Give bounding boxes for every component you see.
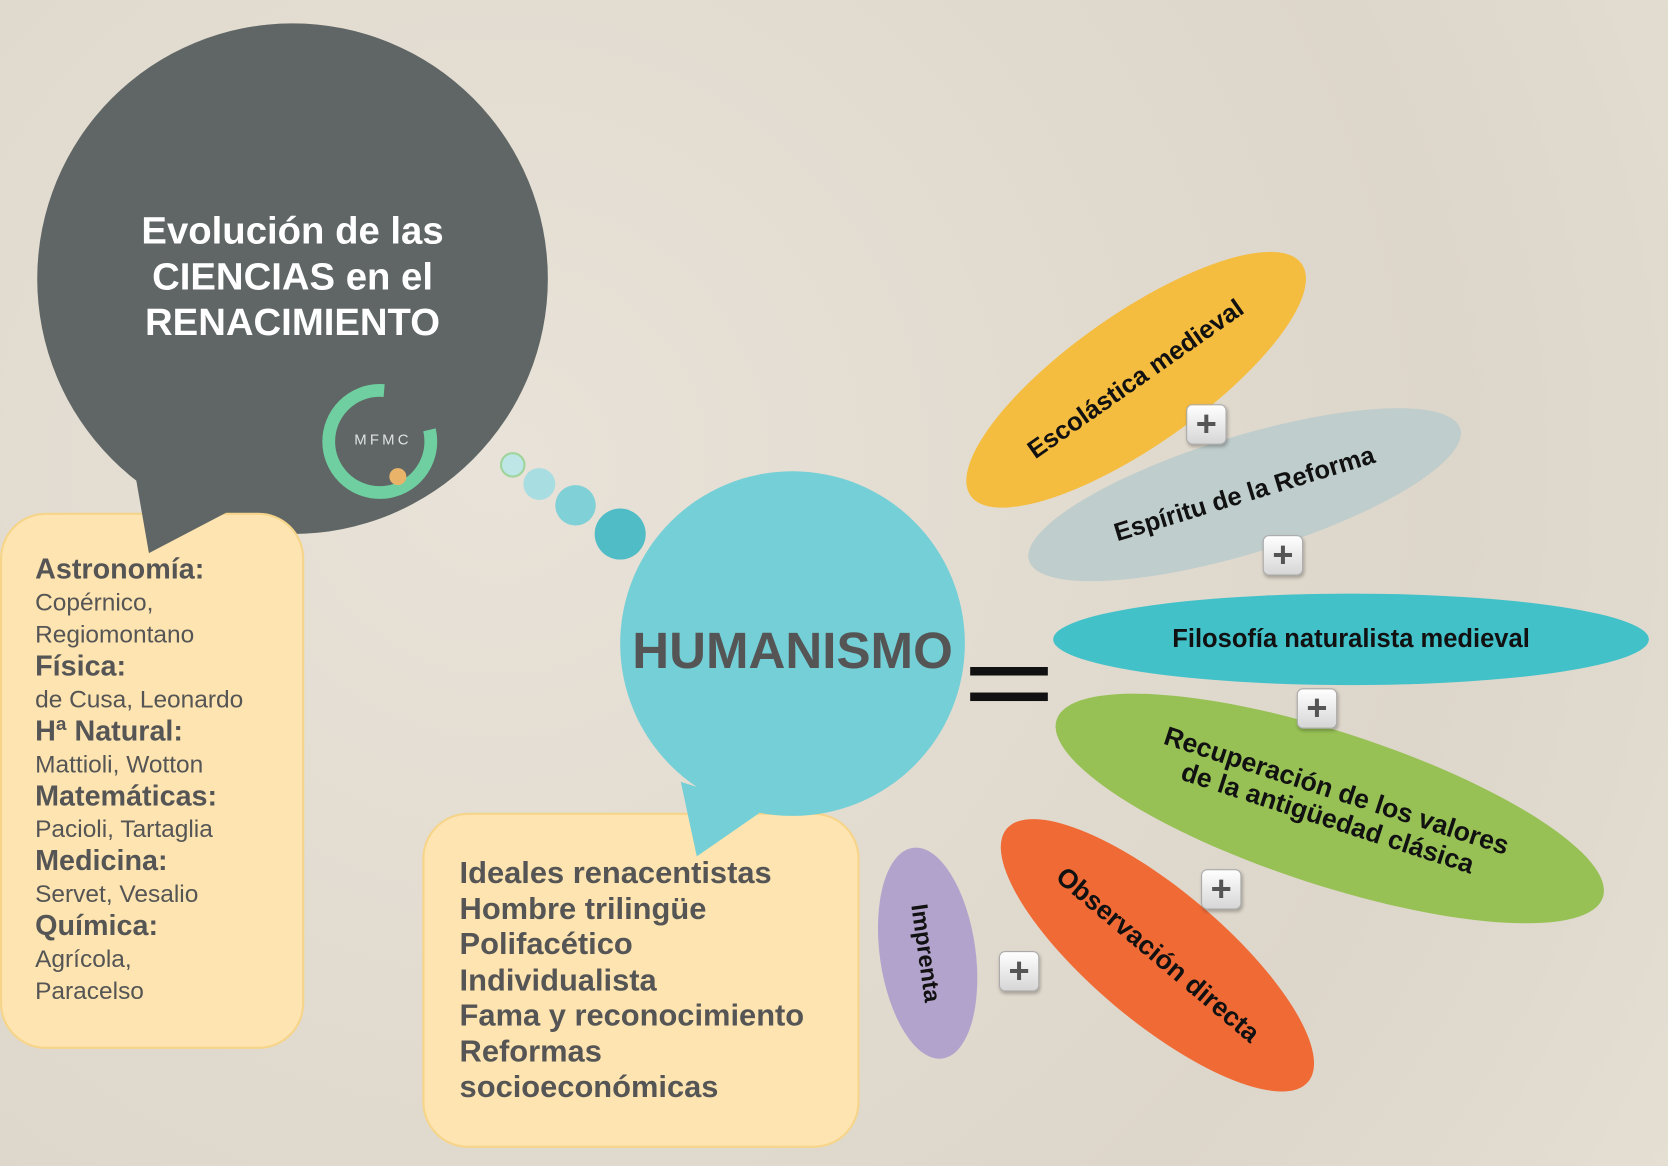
science-field: Matemáticas:: [35, 779, 218, 812]
plus-icon[interactable]: +: [1262, 535, 1304, 576]
ideals-list: Ideales renacentistas Hombre trilingüe P…: [460, 856, 805, 1105]
science-names: Copérnico,: [35, 588, 154, 616]
component-label: Filosofía naturalista medieval: [1172, 624, 1530, 654]
science-names: de Cusa, Leonardo: [35, 685, 244, 713]
science-names: Pacioli, Tartaglia: [35, 814, 213, 843]
title-line: CIENCIAS en el: [152, 254, 433, 298]
sciences-list: Astronomía: Copérnico, Regiomontano Físi…: [35, 553, 301, 1006]
ideal-item: Ideales renacentistas: [459, 856, 772, 891]
thought-bubble: [499, 452, 526, 478]
ellipse-antiguedad: [1055, 693, 1604, 924]
humanismo-bubble: [620, 471, 965, 816]
ellipse-escolastica: [966, 251, 1306, 508]
science-field: Física:: [35, 649, 127, 682]
ideals-box: [422, 812, 860, 1148]
plus-icon[interactable]: +: [1296, 688, 1338, 729]
ellipse-filosofia: [1053, 593, 1649, 686]
ideal-item: Fama y reconocimiento: [459, 998, 805, 1033]
avatar-icon: [389, 468, 407, 486]
science-names: Servet, Vesalio: [35, 879, 199, 908]
equals-sign-top: [970, 667, 1048, 676]
ellipse-imprenta: [877, 847, 978, 1059]
ideal-item: socioeconómicas: [459, 1070, 719, 1105]
equals-sign-bottom: [970, 692, 1048, 702]
central-topic: HUMANISMO: [632, 623, 953, 680]
thought-bubble: [555, 485, 596, 526]
plus-icon[interactable]: +: [1186, 404, 1227, 445]
science-names: Agrícola,: [35, 944, 132, 973]
science-field: Astronomía:: [35, 553, 205, 586]
thought-bubble: [594, 508, 646, 560]
ideal-item: Polifacético: [459, 927, 633, 962]
plus-icon[interactable]: +: [998, 951, 1040, 992]
logo-ring: [322, 384, 438, 499]
science-field: Hª Natural:: [35, 714, 183, 747]
ideal-item: Hombre trilingüe: [459, 891, 707, 927]
title-bubble: [37, 23, 548, 535]
logo: MFMC: [322, 384, 438, 499]
ideal-item: Individualista: [459, 963, 657, 998]
title-line: RENACIMIENTO: [145, 299, 441, 344]
ellipse-reforma: [1028, 408, 1461, 582]
science-names: Paracelso: [35, 976, 144, 1005]
svg-text:MFMC: MFMC: [354, 433, 411, 449]
plus-icon[interactable]: +: [1201, 869, 1242, 910]
humanismo-bubble-tail: [680, 781, 766, 857]
science-names: Mattioli, Wotton: [35, 749, 204, 778]
science-field: Química:: [35, 909, 159, 942]
title-bubble-tail: [127, 430, 261, 554]
page-title: Evolución de las CIENCIAS en el RENACIMI…: [80, 207, 506, 344]
ideal-item: Reformas: [459, 1034, 602, 1069]
ellipse-observacion: [1000, 819, 1315, 1092]
science-field: Medicina:: [35, 844, 168, 877]
science-names: Regiomontano: [35, 620, 195, 648]
thought-bubble: [523, 468, 556, 500]
title-line: Evolución de las: [141, 208, 444, 253]
